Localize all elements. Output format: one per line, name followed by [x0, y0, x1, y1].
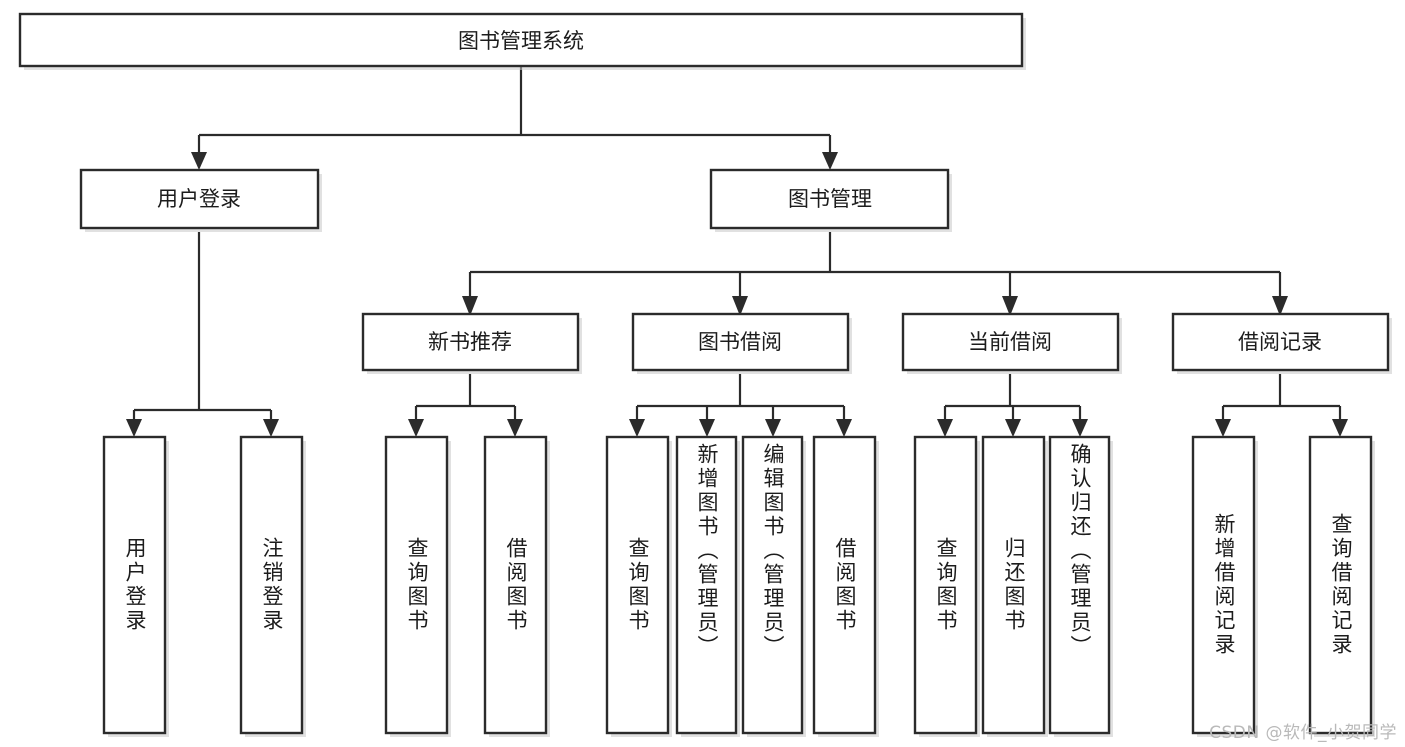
node-box[interactable] — [18, 12, 1024, 68]
arrow-head-icon — [1002, 296, 1018, 316]
watermark-text: CSDN @软件_小贺同学 — [1209, 723, 1397, 743]
node-new-book-recommend-label: 新书推荐 — [428, 330, 512, 354]
arrow-head-icon — [765, 419, 781, 437]
leaf-box-add-book[interactable] — [675, 435, 738, 735]
leaf-box-query-book-1[interactable] — [384, 435, 449, 735]
arrow-head-icon — [1332, 419, 1348, 437]
node-new-book-recommend[interactable]: 新书推荐 — [361, 312, 582, 374]
leaf-box-user-login[interactable] — [102, 435, 167, 735]
node-box[interactable] — [709, 168, 950, 230]
node-current-borrow-label: 当前借阅 — [968, 330, 1052, 354]
arrow-head-icon — [1215, 419, 1231, 437]
arrow-head-icon — [408, 419, 424, 437]
node-root-label: 图书管理系统 — [458, 29, 584, 53]
connectors — [126, 66, 1348, 437]
leaf-box-borrow-book-1[interactable] — [483, 435, 548, 735]
node-box[interactable] — [361, 312, 580, 372]
leaf-box-query-book-2[interactable] — [605, 435, 670, 735]
arrow-head-icon — [1272, 296, 1288, 316]
node-box[interactable] — [631, 312, 850, 372]
arrow-head-icon — [1072, 419, 1088, 437]
node-book-management-label: 图书管理 — [788, 187, 872, 211]
node-user-login-label: 用户登录 — [157, 187, 241, 211]
leaf-box-logout[interactable] — [239, 435, 304, 735]
node-root[interactable]: 图书管理系统 — [18, 12, 1026, 70]
arrow-head-icon — [699, 419, 715, 437]
leaf-box-borrow-book-2[interactable] — [812, 435, 877, 735]
arrow-head-icon — [836, 419, 852, 437]
arrow-head-icon — [732, 296, 748, 316]
node-box[interactable] — [1171, 312, 1390, 372]
leaf-box-return-book[interactable] — [981, 435, 1046, 735]
leaf-box-edit-book[interactable] — [741, 435, 804, 735]
node-current-borrow[interactable]: 当前借阅 — [901, 312, 1122, 374]
arrow-head-icon — [462, 296, 478, 316]
arrow-head-icon — [1005, 419, 1021, 437]
leaf-boxes — [102, 435, 1375, 737]
arrow-head-icon — [263, 419, 279, 437]
leaf-box-query-book-3[interactable] — [913, 435, 978, 735]
arrow-head-icon — [937, 419, 953, 437]
node-book-borrow[interactable]: 图书借阅 — [631, 312, 852, 374]
leaf-box-query-record[interactable] — [1308, 435, 1373, 735]
arrow-head-icon — [126, 419, 142, 437]
node-borrow-record[interactable]: 借阅记录 — [1171, 312, 1392, 374]
leaf-box-confirm-return[interactable] — [1048, 435, 1111, 735]
arrow-head-icon — [629, 419, 645, 437]
node-borrow-record-label: 借阅记录 — [1238, 330, 1322, 354]
node-user-login[interactable]: 用户登录 — [79, 168, 322, 232]
arrow-head-icon — [507, 419, 523, 437]
node-book-management[interactable]: 图书管理 — [709, 168, 952, 232]
arrow-head-icon — [191, 152, 207, 170]
leaf-box-add-record[interactable] — [1191, 435, 1256, 735]
node-book-borrow-label: 图书借阅 — [698, 330, 782, 354]
node-box[interactable] — [79, 168, 320, 230]
node-box[interactable] — [901, 312, 1120, 372]
arrow-head-icon — [822, 152, 838, 170]
